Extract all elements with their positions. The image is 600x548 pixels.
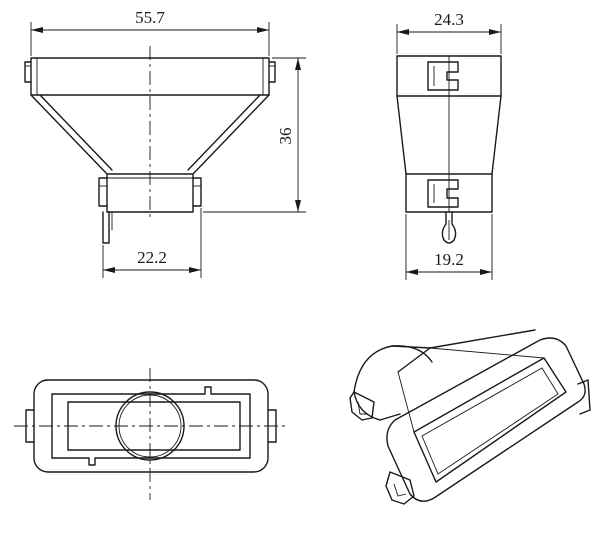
- side-body-right: [491, 95, 502, 175]
- front-view: 55.7 36 22.2: [24, 8, 306, 278]
- isometric-view: [349, 329, 591, 505]
- front-neck-left-clip: [98, 177, 108, 207]
- side-lower-clip: [427, 179, 459, 208]
- top-view: [14, 368, 288, 500]
- dim-side-top-width: 24.3: [434, 10, 464, 29]
- side-view: 24.3 19.2: [396, 10, 502, 280]
- top-inner-frame: [51, 386, 251, 466]
- iso-tube-top: [353, 345, 433, 393]
- iso-bottom-clip: [385, 471, 415, 505]
- iso-front-frame: [386, 337, 586, 502]
- front-cone-left: [30, 94, 108, 175]
- iso-left-clip: [349, 391, 375, 421]
- dim-top-width: 55.7: [135, 8, 165, 27]
- front-neck-right-clip: [192, 177, 202, 207]
- iso-right-clip: [577, 379, 591, 415]
- side-upper-clip: [427, 61, 459, 91]
- front-left-clip: [24, 61, 32, 83]
- front-right-clip: [268, 61, 276, 83]
- front-pin: [102, 211, 110, 244]
- iso-front-opening: [413, 357, 567, 483]
- front-cone-right: [192, 94, 270, 175]
- iso-funnel-top: [429, 329, 536, 349]
- dim-side-bottom-width: 19.2: [434, 250, 464, 269]
- dim-neck-width: 22.2: [137, 248, 167, 267]
- dim-height: 36: [276, 128, 295, 145]
- side-latch: [441, 211, 457, 244]
- side-body-left: [396, 95, 407, 175]
